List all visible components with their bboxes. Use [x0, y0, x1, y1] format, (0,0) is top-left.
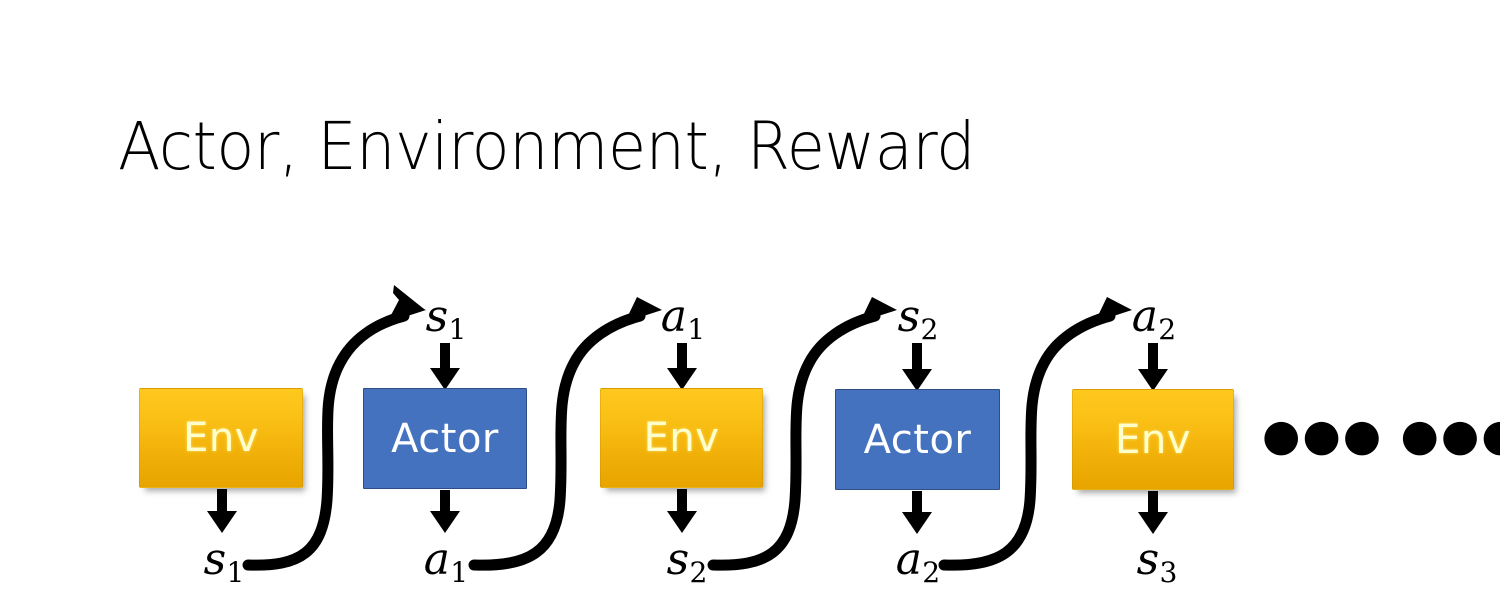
arrowhead-a2-env3 — [1138, 369, 1168, 391]
state-label-s2-top: s2 — [898, 295, 939, 345]
down-arrows-out-of-boxes — [217, 489, 1158, 515]
node-actor-1[interactable]: Actor — [363, 388, 527, 489]
symbol-base: a — [1131, 291, 1159, 342]
arrowhead-env2-s2 — [667, 511, 697, 533]
node-env-3[interactable]: Env — [1072, 389, 1234, 490]
arrowhead-curve-4b — [1095, 297, 1132, 322]
symbol-subscript: 2 — [920, 313, 939, 347]
symbol-base: s — [666, 534, 690, 585]
symbol-subscript: 1 — [448, 313, 467, 347]
arrowhead-env1-s1 — [207, 511, 237, 533]
state-label-s1-bottom: s1 — [204, 538, 245, 588]
node-env-1[interactable]: Env — [139, 388, 303, 488]
state-label-s3-bottom: s3 — [1137, 538, 1178, 588]
symbol-base: s — [1136, 534, 1160, 585]
action-label-a2-bottom: a2 — [896, 538, 940, 588]
symbol-base: a — [423, 534, 451, 585]
symbol-base: s — [203, 534, 227, 585]
arrowhead-actor1-a1 — [430, 511, 460, 533]
symbol-base: s — [897, 291, 921, 342]
symbol-subscript: 3 — [1159, 556, 1178, 590]
arrowhead-curve-3b — [860, 297, 897, 322]
state-label-s1-top: s1 — [426, 295, 467, 345]
node-env-2[interactable]: Env — [600, 388, 763, 488]
symbol-subscript: 2 — [922, 556, 941, 590]
node-actor-2[interactable]: Actor — [835, 389, 1000, 490]
node-label: Env — [183, 415, 259, 461]
arrowhead-a1-env2 — [667, 368, 697, 390]
arrowhead-actor2-a2 — [902, 512, 932, 534]
arrowhead-curve-2b — [625, 297, 662, 322]
symbol-base: a — [660, 291, 688, 342]
arrowhead-curve-1 — [390, 285, 424, 317]
symbol-base: s — [425, 291, 449, 342]
symbol-subscript: 1 — [226, 556, 245, 590]
arrowhead-s1-actor1 — [430, 368, 460, 390]
continuation-ellipsis-icon: ●●● ●●● — [1262, 410, 1500, 461]
action-label-a1-bottom: a1 — [424, 538, 468, 588]
node-label: Env — [1115, 416, 1191, 463]
page-title: Actor, Environment, Reward — [118, 108, 976, 185]
down-arrowheads-into-boxes — [430, 368, 1168, 391]
connector-arrowheads — [389, 285, 1132, 322]
state-label-s2-bottom: s2 — [667, 538, 708, 588]
node-label: Actor — [391, 415, 499, 462]
arrowhead-s2-actor2 — [902, 369, 932, 391]
node-label: Actor — [863, 416, 972, 463]
symbol-subscript: 2 — [1158, 313, 1177, 347]
action-label-a1-top: a1 — [661, 295, 705, 345]
down-arrowheads-out-of-boxes — [207, 511, 1168, 534]
arrowhead-env3-s3 — [1138, 512, 1168, 534]
symbol-base: a — [895, 534, 923, 585]
arrowhead-curve-1b — [389, 297, 426, 322]
symbol-subscript: 1 — [687, 313, 706, 347]
symbol-subscript: 2 — [689, 556, 708, 590]
action-label-a2-top: a2 — [1132, 295, 1176, 345]
symbol-subscript: 1 — [450, 556, 469, 590]
node-label: Env — [643, 415, 720, 461]
down-arrows-into-boxes — [440, 343, 1158, 372]
